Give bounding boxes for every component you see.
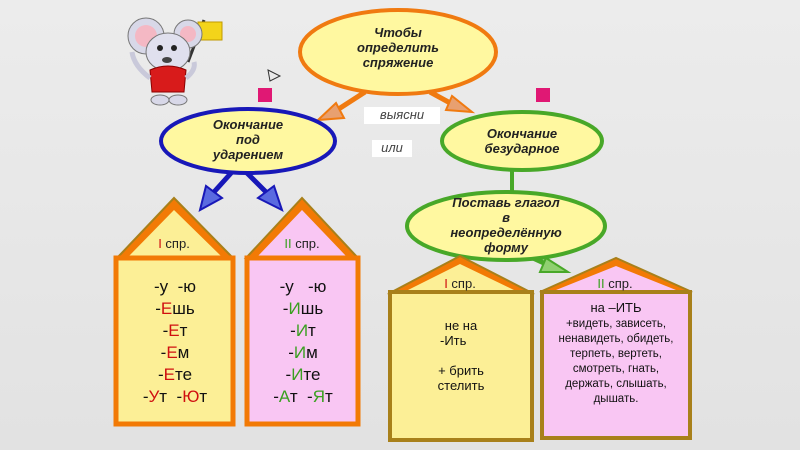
roof-suffix: спр. [161, 236, 190, 251]
rule-line: стелить [437, 378, 485, 393]
top-ellipse-line: Чтобы [374, 25, 422, 40]
roman-numeral: I [444, 276, 448, 291]
ending-row: -Ем [160, 343, 190, 362]
green-ellipse-line: Поставь глагол [452, 195, 560, 210]
rule-line: -Ить [440, 333, 467, 348]
top-ellipse-line: определить [357, 40, 439, 55]
roof-suffix: спр. [447, 276, 476, 291]
left-ellipse-label: Окончание под ударением [190, 117, 306, 162]
green-ellipse-line: неопределённую [450, 225, 562, 240]
magenta-square-icon [258, 88, 272, 102]
left-ellipse-line: ударением [212, 147, 284, 162]
house-2-shape [243, 196, 361, 427]
verb-list-line: +видеть, зависеть, [565, 318, 667, 330]
house-3-roof-label: I спр. [430, 276, 490, 291]
ending-row: -Ит [290, 321, 316, 340]
top-ellipse-shape [298, 8, 498, 96]
ending-row: -Ите [285, 365, 321, 384]
verb-list-line: дышать. [593, 393, 639, 405]
right-ellipse-line: Окончание [486, 126, 558, 141]
house-1-roof-label: I спр. [146, 236, 202, 251]
house-3-text: не на -Ить + брить стелить [396, 318, 526, 393]
rule-line: не на [444, 318, 478, 333]
left-ellipse-line: Окончание [212, 117, 284, 132]
rule-line: на –ИТЬ [590, 300, 642, 315]
magenta-square-icon [536, 88, 550, 102]
mouse-mascot-image [127, 17, 223, 106]
ending-row: -Им [288, 343, 318, 362]
verb-list-line: терпеть, вертеть, [570, 348, 662, 360]
green-ellipse-line: в [502, 210, 510, 225]
house-4-roof-label: II спр. [582, 276, 648, 291]
roman-numeral: II [284, 236, 292, 251]
green-ellipse-label: Поставь глагол в неопределённую форму [432, 195, 580, 255]
right-ellipse-label: Окончание безударное [466, 126, 578, 156]
arrow-blue-right [244, 170, 284, 212]
house-4-text: на –ИТЬ +видеть, зависеть, ненавидеть, о… [546, 300, 686, 407]
verb-list-line: смотреть, гнать, [572, 363, 660, 375]
rule-line: + брить [438, 363, 484, 378]
house-1-shape [113, 196, 236, 427]
green-ellipse-line: форму [483, 240, 529, 255]
house-2-roof-label: II спр. [272, 236, 332, 251]
ending-row: -Ете [157, 365, 193, 384]
left-ellipse-line: под [236, 132, 260, 147]
ending-row: -Ет [162, 321, 188, 340]
roman-numeral: I [158, 236, 162, 251]
arrow-top-right [428, 89, 476, 114]
note-find-label: выясни [364, 107, 440, 124]
pointer-triangle-icon [267, 69, 282, 82]
arrow-top-left [315, 89, 367, 122]
house-4-shape [539, 256, 693, 440]
house-2-endings: -у -ю -Ишь -Ит -Им -Ите -Ат -Ят [250, 276, 356, 408]
roof-suffix: спр. [604, 276, 633, 291]
right-ellipse-shape [440, 110, 604, 172]
right-ellipse-line: безударное [484, 141, 560, 156]
spacer [396, 348, 526, 363]
verb-list-line: держать, слышать, [565, 378, 667, 390]
house-3-shape [387, 254, 535, 442]
left-ellipse-shape [159, 107, 337, 175]
ending-row: -Ат -Ят [273, 387, 333, 406]
roof-suffix: спр. [291, 236, 320, 251]
ending-row: -Ешь [155, 299, 195, 318]
house-1-endings: -у -ю -Ешь -Ет -Ем -Ете -Ут -Ют [120, 276, 230, 408]
ending-row: -у -ю [153, 277, 197, 296]
ending-row: -у -ю [279, 277, 327, 296]
top-ellipse-label: Чтобы определить спряжение [340, 25, 456, 70]
green-ellipse-shape [405, 190, 607, 262]
note-or-label: или [372, 140, 412, 157]
verb-list-line: ненавидеть, обидеть, [558, 333, 674, 345]
arrow-blue-left [198, 170, 234, 212]
ending-row: -Ут -Ют [142, 387, 208, 406]
ending-row: -Ишь [282, 299, 324, 318]
top-ellipse-line: спряжение [362, 55, 434, 70]
roman-numeral: II [597, 276, 605, 291]
